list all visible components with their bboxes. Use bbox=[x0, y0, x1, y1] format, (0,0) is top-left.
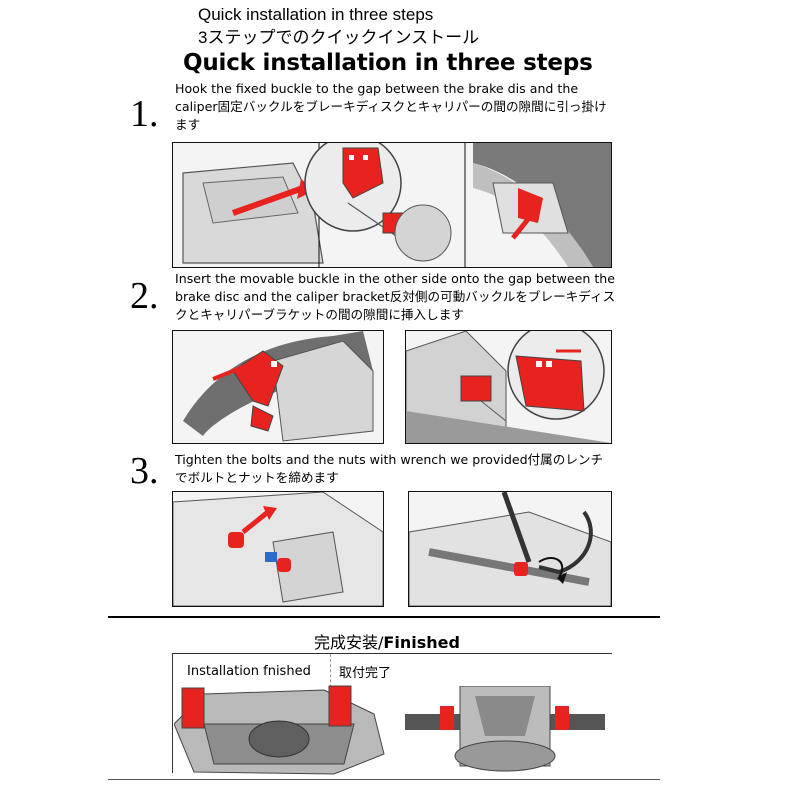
step-3-text: Tighten the bolts and the nuts with wren… bbox=[175, 452, 604, 485]
step-2-text: Insert the movable buckle in the other s… bbox=[175, 271, 616, 322]
finished-left-line bbox=[172, 653, 173, 773]
step-1-number: 1. bbox=[130, 93, 159, 135]
step-2-number: 2. bbox=[130, 275, 159, 317]
finished-label-jp: 取付完了 bbox=[339, 666, 392, 681]
step-2-illustration-right bbox=[405, 330, 612, 444]
finished-title-en: Finished bbox=[383, 633, 460, 652]
step-3-illustration-right bbox=[408, 491, 612, 607]
page-title: Quick installation in three steps bbox=[183, 50, 593, 76]
finished-bottom-line bbox=[108, 779, 660, 780]
step-1-text: Hook the fixed buckle to the gap between… bbox=[175, 81, 607, 132]
step-3-illustration-left bbox=[172, 491, 384, 607]
section-divider bbox=[108, 616, 660, 618]
step-2-illustration-left bbox=[172, 330, 384, 444]
finished-illustration-right bbox=[405, 685, 605, 778]
finished-illustration-left bbox=[173, 684, 389, 776]
finished-label-en: Installation fnished bbox=[187, 664, 311, 679]
finished-title-jp: 完成安装/ bbox=[314, 633, 384, 652]
step-1-illustration bbox=[172, 142, 612, 268]
subtitle-english: Quick installation in three steps bbox=[198, 5, 434, 24]
step-3-number: 3. bbox=[130, 450, 159, 492]
finished-top-line bbox=[172, 653, 612, 654]
finished-title: 完成安装/Finished bbox=[314, 629, 460, 653]
subtitle-japanese: 3ステップでのクイックインストール bbox=[198, 28, 480, 47]
